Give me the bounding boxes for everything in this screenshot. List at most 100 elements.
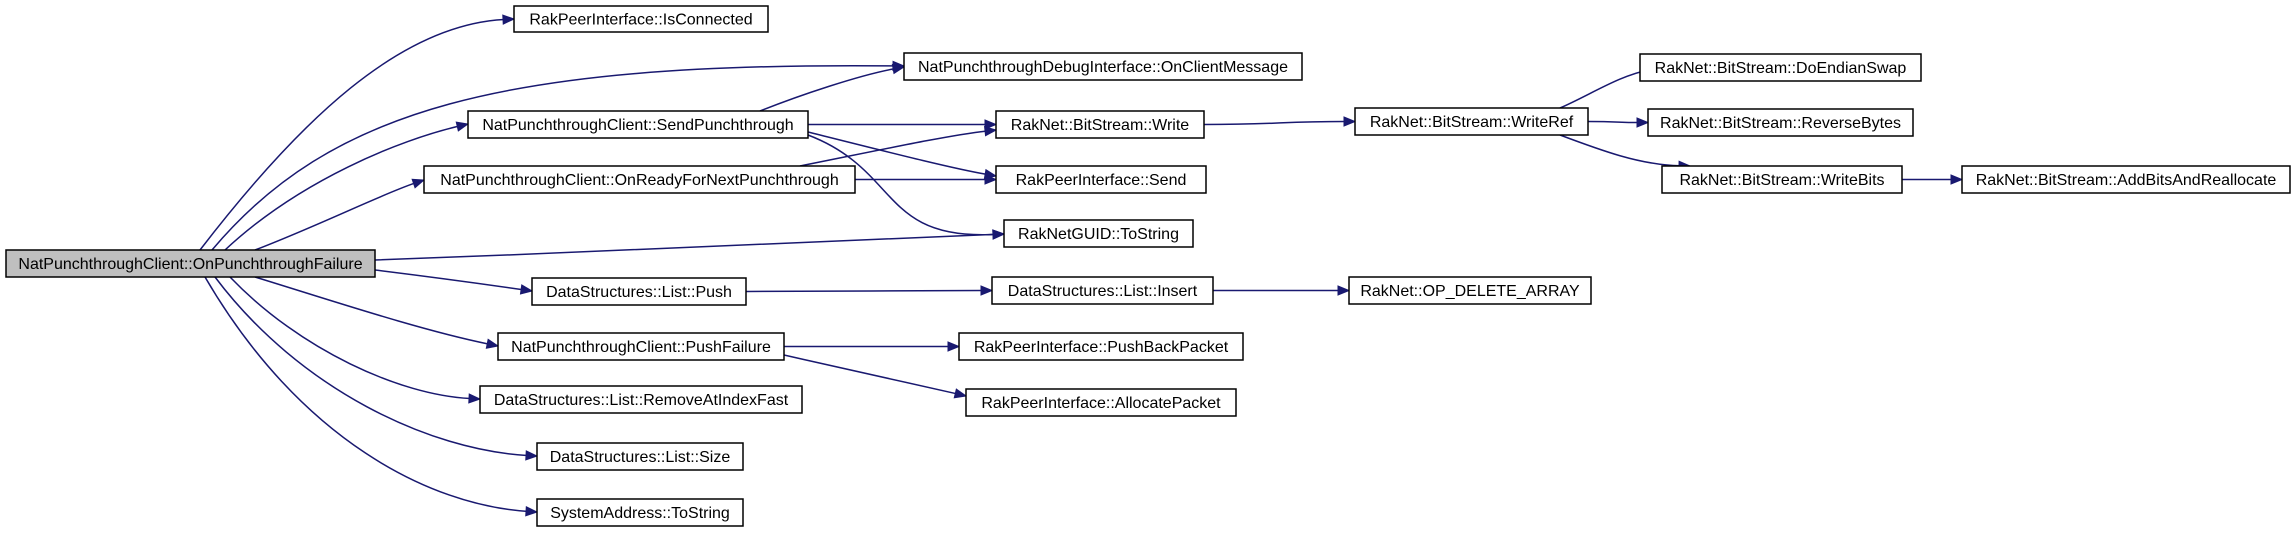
node-list-push[interactable]: DataStructures::List::Push — [531, 277, 747, 306]
edge-line — [214, 276, 528, 457]
node-box — [1003, 219, 1194, 248]
node-bs-add-bits[interactable]: RakNet::BitStream::AddBitsAndReallocate — [1961, 165, 2291, 194]
node-bs-write[interactable]: RakNet::BitStream::Write — [995, 110, 1205, 139]
node-rak-send[interactable]: RakPeerInterface::Send — [995, 165, 1207, 194]
edge-root-to-is-connected — [199, 14, 516, 251]
node-box — [497, 332, 785, 361]
node-box — [958, 332, 1244, 361]
node-bs-reverse-bytes[interactable]: RakNet::BitStream::ReverseBytes — [1647, 108, 1914, 137]
edge-root-to-list-push — [374, 269, 534, 295]
node-remove-at-index-fast[interactable]: DataStructures::List::RemoveAtIndexFast — [479, 385, 803, 414]
node-box — [513, 5, 769, 33]
nodes-layer: NatPunchthroughClient::OnPunchthroughFai… — [5, 5, 2291, 527]
edge-send-punchthrough-to-bs-write — [808, 119, 998, 130]
node-box — [1639, 53, 1922, 82]
arrowhead-icon — [502, 14, 516, 25]
edge-line — [1587, 120, 1639, 124]
node-label: RakPeerInterface::IsConnected — [529, 12, 752, 29]
arrowhead-icon — [455, 121, 470, 132]
node-box — [536, 498, 744, 527]
node-bs-do-endian-swap[interactable]: RakNet::BitStream::DoEndianSwap — [1639, 53, 1922, 82]
node-push-back-packet[interactable]: RakPeerInterface::PushBackPacket — [958, 332, 1244, 361]
node-box — [5, 249, 376, 278]
arrowhead-icon — [1950, 174, 1964, 185]
node-box — [536, 442, 744, 471]
node-label: DataStructures::List::RemoveAtIndexFast — [494, 392, 789, 409]
node-is-connected[interactable]: RakPeerInterface::IsConnected — [513, 5, 769, 33]
arrowhead-icon — [485, 338, 500, 349]
edge-line — [199, 18, 505, 251]
edge-root-to-push-failure — [254, 276, 500, 349]
edge-on-ready-for-next-to-rak-send — [855, 174, 998, 185]
node-allocate-packet[interactable]: RakPeerInterface::AllocatePacket — [965, 388, 1237, 417]
arrowhead-icon — [525, 506, 539, 517]
node-bs-write-bits[interactable]: RakNet::BitStream::WriteBits — [1661, 165, 1903, 194]
edge-line — [229, 276, 471, 400]
arrowhead-icon — [992, 229, 1006, 240]
node-label: NatPunchthroughClient::SendPunchthrough — [482, 117, 793, 134]
edge-root-to-list-size — [214, 276, 539, 461]
node-label: DataStructures::List::Size — [550, 449, 731, 466]
arrowhead-icon — [984, 119, 998, 130]
node-box — [995, 165, 1207, 194]
edge-line — [204, 276, 528, 513]
edge-line — [374, 269, 523, 291]
edge-root-to-debug-on-client-message — [211, 60, 906, 251]
edge-list-push-to-list-insert — [745, 285, 994, 296]
node-op-delete-array[interactable]: RakNet::OP_DELETE_ARRAY — [1348, 276, 1592, 305]
node-box — [423, 165, 856, 194]
arrowhead-icon — [891, 63, 906, 75]
node-box — [1961, 165, 2291, 194]
node-label: RakNet::BitStream::ReverseBytes — [1660, 115, 1901, 132]
edge-line — [254, 276, 489, 345]
edge-root-to-remove-at-index-fast — [229, 276, 482, 404]
edge-bs-write-to-bs-write-ref — [1203, 116, 1357, 127]
node-list-size[interactable]: DataStructures::List::Size — [536, 442, 744, 471]
node-box — [991, 276, 1214, 305]
node-label: RakNet::BitStream::WriteBits — [1679, 172, 1884, 189]
edge-line — [211, 64, 895, 251]
node-label: RakPeerInterface::PushBackPacket — [974, 339, 1229, 356]
node-box — [903, 52, 1303, 81]
node-on-ready-for-next[interactable]: NatPunchthroughClient::OnReadyForNextPun… — [423, 165, 856, 194]
edge-line — [745, 289, 983, 293]
node-label: NatPunchthroughClient::OnPunchthroughFai… — [18, 256, 362, 273]
edge-line — [1559, 68, 1651, 109]
node-label: RakNet::OP_DELETE_ARRAY — [1360, 283, 1580, 300]
edge-bs-write-ref-to-bs-write-bits — [1559, 134, 1692, 172]
edge-push-failure-to-push-back-packet — [783, 341, 961, 352]
edge-list-insert-to-op-delete-array — [1213, 285, 1351, 296]
edge-root-to-send-punchthrough — [224, 121, 470, 251]
node-box — [1661, 165, 1903, 194]
node-label: RakPeerInterface::AllocatePacket — [981, 395, 1221, 412]
edge-root-to-on-ready-for-next — [254, 178, 426, 251]
edge-send-punchthrough-to-guid-to-string — [807, 134, 1006, 240]
edge-bs-write-ref-to-bs-reverse-bytes — [1587, 117, 1650, 128]
node-sys-addr-to-string[interactable]: SystemAddress::ToString — [536, 498, 744, 527]
edge-line — [783, 354, 957, 395]
edge-line — [1559, 134, 1681, 167]
node-label: RakNet::BitStream::DoEndianSwap — [1655, 60, 1907, 77]
edge-bs-write-bits-to-bs-add-bits — [1902, 174, 1964, 185]
node-box — [1348, 276, 1592, 305]
node-root: NatPunchthroughClient::OnPunchthroughFai… — [5, 249, 376, 278]
node-debug-on-client-message[interactable]: NatPunchthroughDebugInterface::OnClientM… — [903, 52, 1303, 81]
node-box — [467, 110, 809, 139]
node-push-failure[interactable]: NatPunchthroughClient::PushFailure — [497, 332, 785, 361]
node-label: RakNet::BitStream::WriteRef — [1370, 114, 1574, 131]
arrowhead-icon — [953, 388, 968, 399]
arrowhead-icon — [468, 393, 482, 404]
edge-line — [807, 131, 987, 176]
arrowhead-icon — [980, 285, 994, 296]
node-label: RakNet::BitStream::AddBitsAndReallocate — [1976, 172, 2277, 189]
node-box — [479, 385, 803, 414]
node-list-insert[interactable]: DataStructures::List::Insert — [991, 276, 1214, 305]
node-label: NatPunchthroughClient::PushFailure — [511, 339, 771, 356]
node-box — [531, 277, 747, 306]
node-box — [1354, 107, 1589, 136]
node-bs-write-ref[interactable]: RakNet::BitStream::WriteRef — [1354, 107, 1589, 136]
node-label: RakNet::BitStream::Write — [1011, 117, 1190, 134]
node-guid-to-string[interactable]: RakNetGUID::ToString — [1003, 219, 1194, 248]
node-label: DataStructures::List::Push — [546, 284, 732, 301]
node-send-punchthrough[interactable]: NatPunchthroughClient::SendPunchthrough — [467, 110, 809, 139]
